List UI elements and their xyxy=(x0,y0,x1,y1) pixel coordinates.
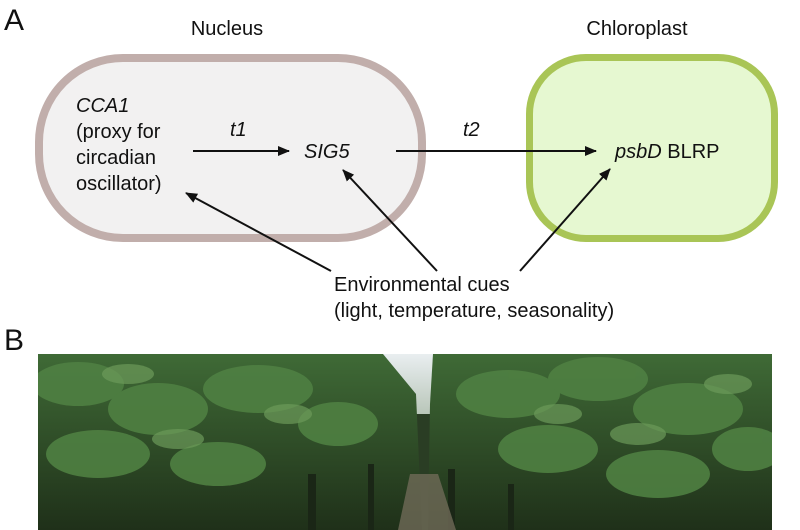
arrow-env-to-cca1 xyxy=(185,192,332,272)
arrow-layer xyxy=(185,146,611,272)
forest-image xyxy=(38,354,772,530)
cca1-description-line: (proxy for xyxy=(76,121,161,143)
nucleus-title: Nucleus xyxy=(190,18,264,40)
psbd-gene-label: psbD xyxy=(615,141,662,163)
cca1-label: CCA1 xyxy=(76,95,130,117)
t2-label: t2 xyxy=(463,119,480,141)
forest-photograph xyxy=(38,354,772,530)
arrow-env-to-psbd xyxy=(519,168,611,272)
blrp-label: BLRP xyxy=(661,141,720,163)
nucleus-compartment xyxy=(35,54,426,242)
chloroplast-title: Chloroplast xyxy=(586,18,688,40)
cca1-description-line: oscillator) xyxy=(76,173,162,195)
sig5-label: SIG5 xyxy=(304,141,350,163)
chloroplast-compartment xyxy=(526,54,778,242)
cca1-description-line: circadian xyxy=(76,147,157,169)
arrow-env-to-sig5 xyxy=(342,169,438,272)
panel-label-b: B xyxy=(4,324,25,357)
panel-label-a: A xyxy=(4,4,25,37)
environmental-cues: Environmental cues (light, temperature, … xyxy=(334,272,614,324)
t1-label: t1 xyxy=(230,119,247,141)
psbd-blrp-label: psbD BLRP xyxy=(615,139,720,165)
environmental-cues-list: (light, temperature, seasonality) xyxy=(334,300,615,322)
environmental-cues-title: Environmental cues xyxy=(334,274,510,296)
cca1-description: (proxy for circadian oscillator) xyxy=(76,119,162,197)
